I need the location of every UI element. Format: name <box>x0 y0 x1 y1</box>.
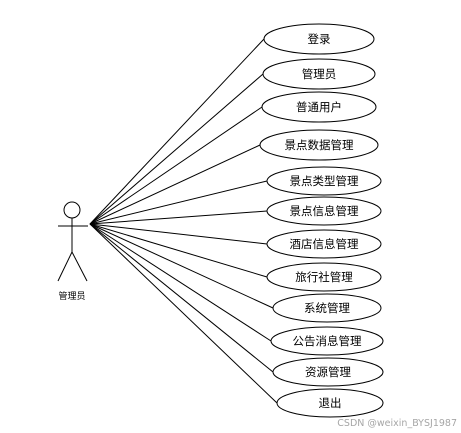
use-case-ellipse <box>266 229 382 259</box>
use-case-ellipse <box>272 357 384 387</box>
use-case: 景点类型管理 <box>266 166 382 196</box>
actor-right-leg <box>71 251 88 282</box>
association-line <box>89 223 272 342</box>
use-case-label: 系统管理 <box>304 301 350 315</box>
watermark: CSDN @weixin_BYSJ1987 <box>337 418 457 429</box>
use-case: 资源管理 <box>272 357 384 387</box>
use-case-label: 景点信息管理 <box>290 204 359 218</box>
use-case-label: 旅行社管理 <box>295 270 353 284</box>
actor-head <box>63 201 81 219</box>
use-case-ellipse <box>266 196 382 226</box>
association-line <box>89 223 268 245</box>
actor-left-leg <box>57 251 73 282</box>
use-case-ellipse <box>263 23 375 55</box>
association-lines <box>89 38 278 404</box>
use-case-ellipse <box>276 388 384 418</box>
use-case-label: 景点类型管理 <box>290 174 359 188</box>
use-case-label: 公告消息管理 <box>293 334 362 348</box>
use-case-ellipse <box>259 129 379 161</box>
use-case: 管理员 <box>262 58 376 90</box>
use-case-ellipse <box>266 262 382 292</box>
association-line <box>89 144 261 225</box>
use-case-label: 登录 <box>308 32 331 46</box>
use-case-label: 退出 <box>319 396 342 410</box>
use-case-ellipse <box>266 166 382 196</box>
use-case-label: 普通用户 <box>296 100 342 114</box>
use-case: 系统管理 <box>272 293 382 323</box>
use-case-ellipse <box>262 58 376 90</box>
use-case: 普通用户 <box>261 91 377 123</box>
use-case: 公告消息管理 <box>270 326 384 356</box>
association-line <box>89 223 274 309</box>
association-line <box>89 38 265 225</box>
use-case-label: 酒店信息管理 <box>290 237 359 251</box>
actor-admin: 管理员 <box>57 201 88 302</box>
use-case: 景点数据管理 <box>259 129 379 161</box>
association-line <box>89 180 268 225</box>
use-case-label: 管理员 <box>302 67 337 81</box>
actor-label: 管理员 <box>58 290 85 302</box>
use-case: 登录 <box>263 23 375 55</box>
use-case-label: 资源管理 <box>305 365 351 379</box>
use-case-ellipse <box>272 293 382 323</box>
use-case-label: 景点数据管理 <box>285 138 354 152</box>
association-line <box>89 223 278 404</box>
association-line <box>89 223 274 373</box>
use-case: 退出 <box>276 388 384 418</box>
association-line <box>89 223 268 278</box>
use-case-ellipse <box>270 326 384 356</box>
use-case: 酒店信息管理 <box>266 229 382 259</box>
use-case-ellipse <box>261 91 377 123</box>
association-line <box>89 210 268 225</box>
association-line <box>89 73 264 225</box>
use-case: 旅行社管理 <box>266 262 382 292</box>
use-case-list: 登录管理员普通用户景点数据管理景点类型管理景点信息管理酒店信息管理旅行社管理系统… <box>259 23 384 418</box>
association-line <box>89 106 263 225</box>
use-case: 景点信息管理 <box>266 196 382 226</box>
